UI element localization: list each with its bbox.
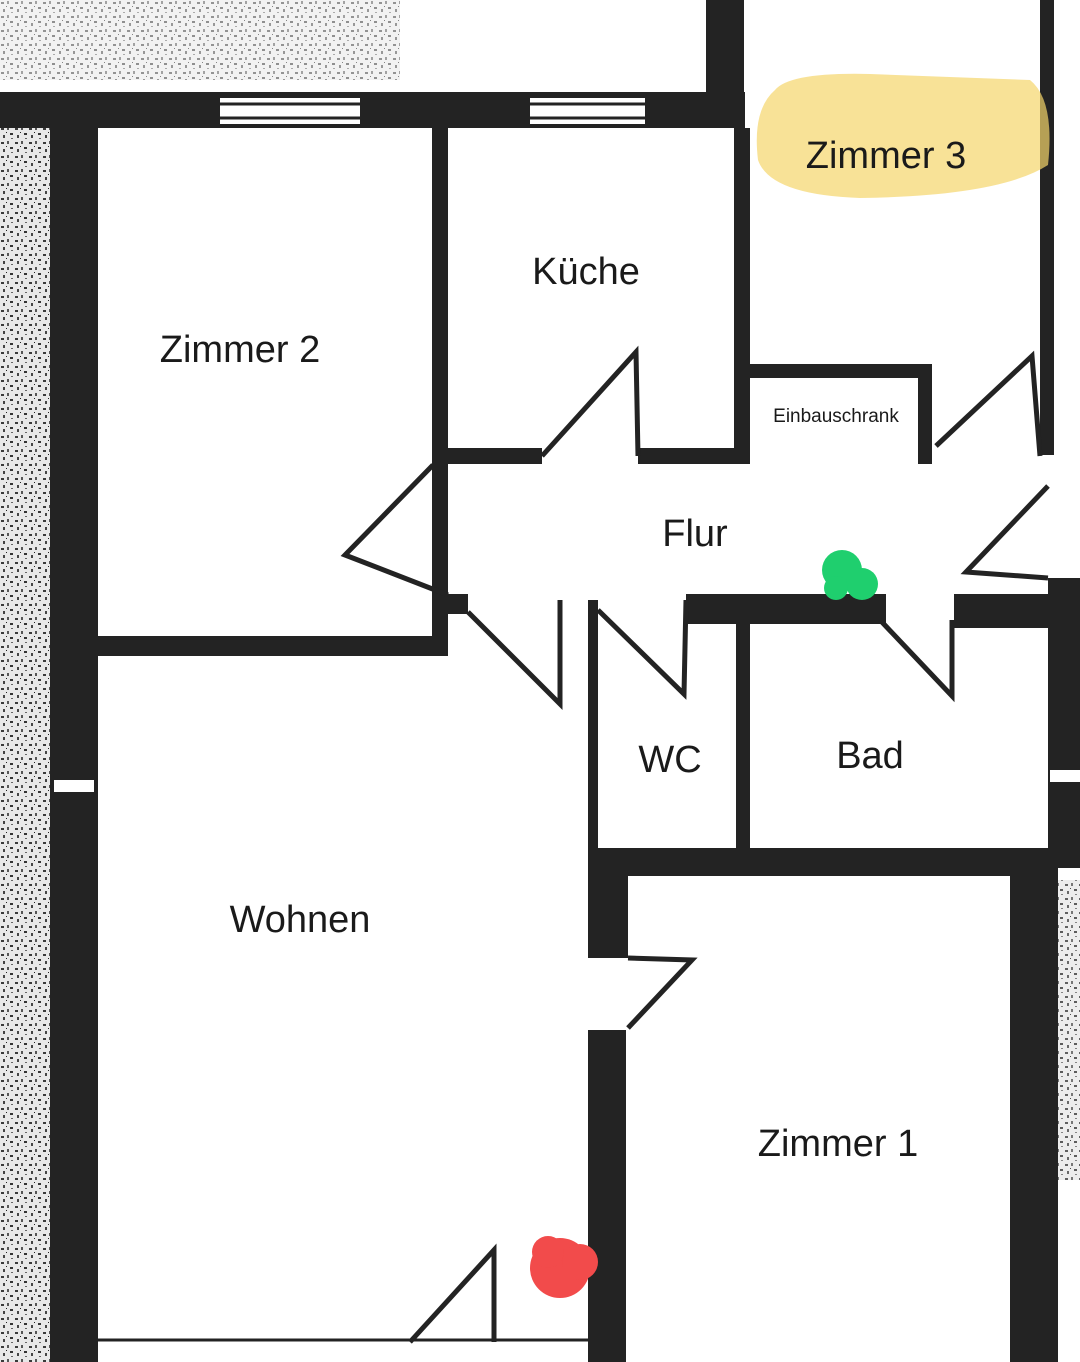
windows xyxy=(54,98,1080,792)
room-label-einbauschrank: Einbauschrank xyxy=(773,406,899,427)
room-label-flur: Flur xyxy=(662,513,728,555)
green-marker xyxy=(822,550,878,600)
room-label-zimmer2: Zimmer 2 xyxy=(160,329,320,371)
red-marker xyxy=(530,1236,598,1298)
room-label-wc: WC xyxy=(638,739,701,781)
door-swings xyxy=(98,345,1050,1344)
room-label-bad: Bad xyxy=(836,735,904,777)
room-label-zimmer1: Zimmer 1 xyxy=(758,1123,918,1165)
room-label-kueche: Küche xyxy=(532,251,640,293)
room-label-zimmer3: Zimmer 3 xyxy=(806,135,966,177)
zimmer3-highlight xyxy=(756,73,1050,198)
room-label-wohnen: Wohnen xyxy=(230,899,371,941)
